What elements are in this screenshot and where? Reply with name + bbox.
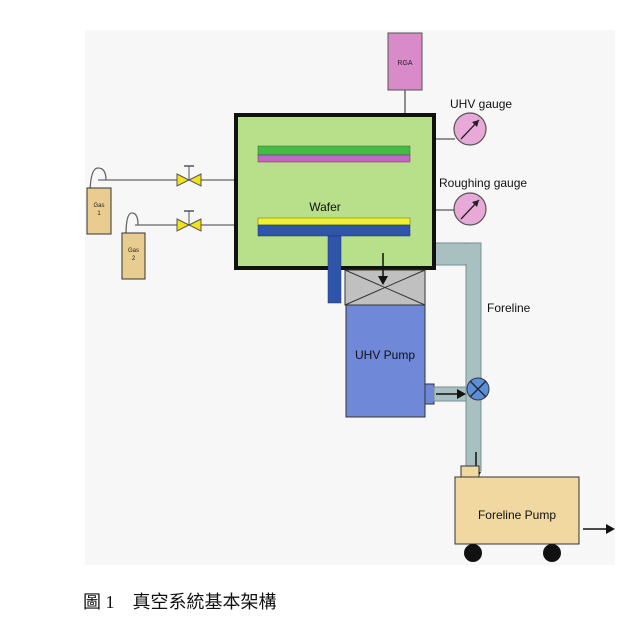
foreline-label: Foreline (487, 301, 531, 315)
wafer-label: Wafer (309, 200, 341, 214)
gas-cylinder-2: Gas 2 (121, 232, 146, 280)
foreline-pipe (432, 242, 482, 472)
rga-box: RGA (387, 32, 423, 116)
rga-label: RGA (397, 60, 413, 67)
chamber-to-uhv-flow-arrow (378, 253, 388, 285)
wafer-chuck (257, 224, 411, 237)
gas-cylinder-2-number: 2 (132, 256, 136, 262)
foreline-pump-label: Foreline Pump (478, 508, 556, 522)
top-electrode (257, 145, 411, 156)
wafer (257, 217, 411, 226)
gas-valve-2 (176, 210, 202, 232)
uhv-gauge (453, 112, 487, 146)
figure-caption: 圖 1 真空系統基本架構 (83, 592, 277, 612)
roughing-gauge-label: Roughing gauge (439, 176, 527, 190)
gas-cylinder-1-label: Gas (93, 203, 104, 209)
uhv-pump-label: UHV Pump (355, 348, 415, 362)
foreline-pump-exhaust-arrow (583, 524, 615, 534)
top-electrode-plate (257, 154, 411, 163)
gas-cylinder-1-number: 1 (97, 211, 101, 217)
gas-line-1 (89, 167, 236, 197)
gate-valve (344, 269, 426, 306)
uhv-pump (345, 304, 426, 418)
gas-valve-1 (176, 165, 202, 187)
uhv-gauge-label: UHV gauge (450, 97, 512, 111)
chuck-stem (327, 235, 342, 304)
gas-cylinder-2-label: Gas (128, 248, 139, 254)
foreline-valve (466, 377, 490, 401)
foreline-pump (454, 465, 580, 562)
gas-cylinder-1: Gas 1 (86, 187, 112, 235)
uhv-pump-exhaust (424, 383, 467, 405)
roughing-gauge (453, 192, 487, 226)
